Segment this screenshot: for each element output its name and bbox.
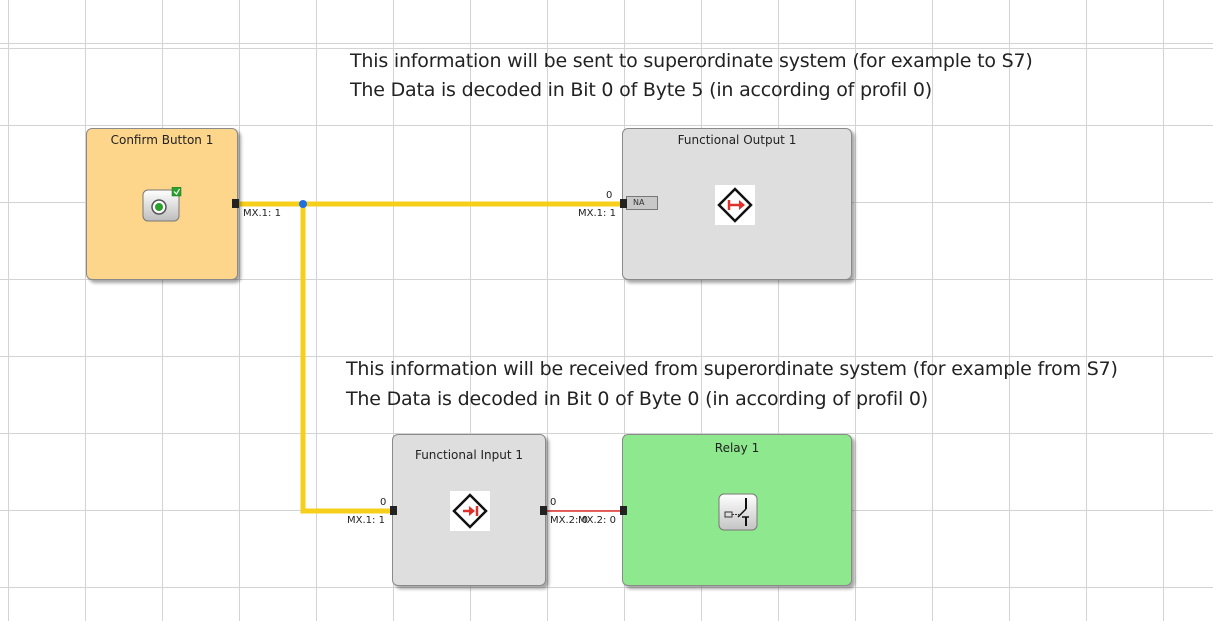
functional-input-output-label: MX.2: 0 [550, 515, 588, 526]
functional-input-output-pin[interactable] [540, 506, 547, 515]
confirm-button-block[interactable]: Confirm Button 1 [86, 128, 238, 280]
functional-output-input-pin[interactable] [620, 199, 627, 208]
functional-input-input-pin[interactable] [390, 506, 397, 515]
push-button-icon [142, 186, 182, 223]
block-title: Functional Output 1 [677, 133, 797, 147]
note-output-line1: This information will be sent to superor… [350, 50, 1033, 72]
note-input-line2: The Data is decoded in Bit 0 of Byte 0 (… [346, 388, 929, 410]
confirm-output-label: MX.1: 1 [243, 208, 281, 219]
block-title: Functional Input 1 [414, 448, 524, 462]
wire-junction [299, 200, 307, 208]
functional-input-diamond-icon [450, 491, 490, 531]
confirm-output-pin[interactable] [232, 199, 239, 208]
not-assigned-tag: NA [626, 196, 658, 210]
functional-output-diamond-icon [715, 185, 755, 225]
relay-input-label: MX.2: 0 [578, 515, 616, 526]
functional-output-input-label: MX.1: 1 [578, 208, 616, 219]
block-title: Confirm Button 1 [110, 133, 214, 147]
relay-switch-icon [718, 493, 758, 531]
functional-input-input-value: 0 [380, 497, 387, 508]
wire-confirm-to-input[interactable] [300, 204, 395, 514]
note-input-line1: This information will be received from s… [346, 358, 1118, 380]
block-title: Relay 1 [714, 441, 760, 455]
note-output-line2: The Data is decoded in Bit 0 of Byte 5 (… [350, 79, 933, 101]
relay-input-pin[interactable] [620, 506, 627, 515]
functional-output-block[interactable]: Functional Output 1 [622, 128, 852, 280]
functional-input-output-value: 0 [550, 497, 557, 508]
functional-input-input-label: MX.1: 1 [347, 515, 385, 526]
relay-block[interactable]: Relay 1 [622, 434, 852, 586]
functional-output-input-value: 0 [606, 190, 613, 201]
functional-input-block[interactable]: Functional Input 1 [392, 434, 546, 586]
